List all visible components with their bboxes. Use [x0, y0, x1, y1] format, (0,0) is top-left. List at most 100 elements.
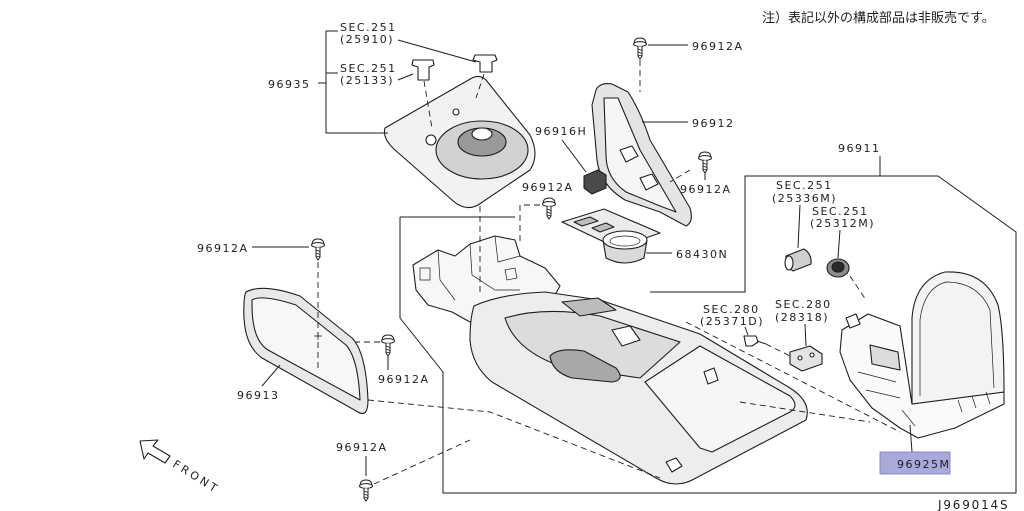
leader-line: [397, 73, 414, 81]
panel-inner: [251, 297, 361, 401]
armrest-slot: [549, 349, 621, 383]
switch-body: [789, 345, 823, 372]
section-number: SEC.280: [703, 303, 760, 316]
leader-line: [837, 229, 841, 259]
switch-button: [573, 216, 599, 227]
part-label-96925m[interactable]: 96925M: [897, 458, 950, 471]
part-label-96912a-bottom[interactable]: 96912A: [336, 441, 388, 454]
finisher-clip: [619, 145, 639, 163]
switch-28318: [789, 345, 823, 372]
part-label-96912a-left[interactable]: 96912A: [197, 242, 249, 255]
console-clip: [665, 457, 683, 473]
leader-line: [561, 139, 587, 173]
part-label-96912a-upper-right[interactable]: 96912A: [680, 183, 732, 196]
clip-25133: [411, 59, 435, 81]
assembly-line: [685, 321, 901, 433]
section-ref-28318: SEC.280 (28318): [775, 298, 832, 324]
leader-line: [804, 323, 807, 347]
tray-clip: [845, 313, 861, 329]
side-panel-96913: [243, 287, 369, 415]
assembly-frame: [399, 175, 1017, 494]
tray-body: [839, 313, 1005, 439]
screw-icon: [381, 334, 395, 357]
part-label-96935[interactable]: 96935: [268, 78, 311, 91]
part-label-96912[interactable]: 96912: [692, 117, 735, 130]
section-code: (25371D): [700, 315, 764, 328]
part-label-96911[interactable]: 96911: [838, 142, 881, 155]
part-label-96912a-lower-mid[interactable]: 96912A: [378, 373, 430, 386]
screw-icon: [311, 238, 325, 261]
shift-bezel-96935: [383, 75, 536, 209]
cup-holder-68430n: [561, 208, 661, 264]
screw-icon: [698, 151, 712, 174]
section-number: SEC.251: [340, 21, 397, 34]
section-number: SEC.280: [775, 298, 832, 311]
bezel-pin: [452, 108, 460, 116]
leader-line: [909, 424, 913, 453]
socket-hole: [831, 261, 845, 273]
section-code: (25133): [340, 74, 394, 87]
console-lid: [644, 345, 796, 453]
side-finisher-96912: [591, 83, 692, 227]
frame-outline: [399, 175, 1017, 494]
clip-25910: [472, 54, 498, 73]
assembly-line: [475, 73, 485, 99]
socket-face: [784, 255, 794, 271]
section-code: (25910): [340, 33, 394, 46]
assembly-line: [669, 169, 691, 183]
section-ref-25312m: SEC.251 (25312M): [810, 205, 874, 230]
not-for-sale-note: 注）表記以外の構成部品は非販売です。: [762, 10, 995, 26]
selected-part-highlight: [879, 451, 951, 475]
assembly-line: [739, 401, 871, 423]
assembly-line: [367, 399, 661, 479]
assembly-lines: [317, 60, 901, 485]
section-number: SEC.251: [340, 62, 397, 75]
section-ref-25910: SEC.251 (25910): [340, 21, 397, 46]
front-label: FRONT: [170, 458, 221, 497]
front-direction-indicator: FRONT: [139, 439, 222, 497]
part-label-68430n[interactable]: 68430N: [676, 248, 728, 261]
section-number: SEC.251: [812, 205, 869, 218]
rear-finisher-96925m: [839, 271, 1005, 439]
switch-knob: [809, 352, 815, 358]
socket-25312m: [826, 258, 850, 278]
leader-line: [744, 326, 749, 336]
part-label-96925m-highlight[interactable]: 96925M: [879, 451, 951, 475]
switch-button: [591, 222, 615, 233]
section-ref-25133: SEC.251 (25133): [340, 62, 397, 87]
console-clip: [703, 367, 719, 385]
assembly-line: [849, 275, 867, 301]
part-label-96913[interactable]: 96913: [237, 389, 280, 402]
cup-inner: [609, 235, 641, 247]
tray-details: [857, 371, 991, 427]
bracket-96935: [325, 30, 388, 134]
assembly-line: [765, 343, 791, 357]
leader-line: [397, 39, 477, 63]
part-label-96916h[interactable]: 96916H: [535, 125, 587, 138]
boot-top-ring: [471, 127, 493, 141]
finisher-arch: [911, 271, 1005, 405]
bezel-hole: [425, 134, 437, 146]
part-label-96912a-top[interactable]: 96912A: [692, 40, 744, 53]
block-96916h: [583, 169, 607, 195]
console-body-96911: [469, 291, 808, 485]
screw-icon: [633, 37, 647, 60]
section-number: SEC.251: [776, 179, 833, 192]
clip-25371d: [743, 335, 767, 347]
section-code: (25336M): [772, 192, 837, 205]
leader-line: [797, 204, 801, 249]
clip-head: [743, 335, 759, 347]
assembly-line: [519, 204, 540, 245]
arch-inner-edge: [919, 281, 995, 396]
leader-line: [261, 364, 281, 387]
finisher-clip: [639, 173, 659, 191]
screw-icon: [542, 197, 556, 220]
section-ref-25336m: SEC.251 (25336M): [772, 179, 837, 205]
section-code: (28318): [775, 311, 829, 324]
part-label-96912a-upper-mid[interactable]: 96912A: [522, 181, 574, 194]
console-bracket-small: [611, 325, 641, 347]
switch-knob: [797, 355, 803, 361]
assembly-line: [423, 80, 433, 129]
clip-shaft: [756, 340, 767, 345]
